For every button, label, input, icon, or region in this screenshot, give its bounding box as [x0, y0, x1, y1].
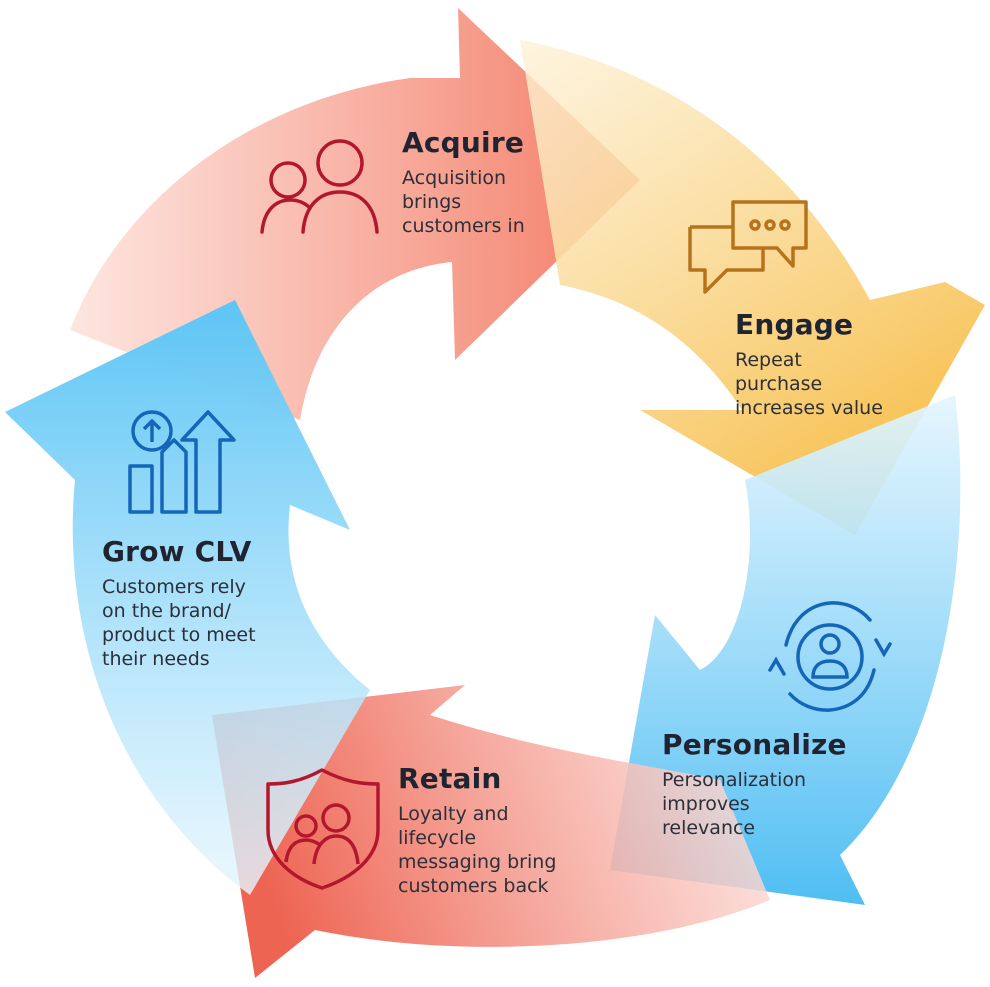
- grow-description: Customers rely on the brand/ product to …: [102, 576, 256, 670]
- grow-arrow: [5, 300, 370, 895]
- grow-label-block: Grow CLV Customers rely on the brand/ pr…: [102, 535, 322, 671]
- chat-bubbles-icon: [688, 200, 808, 294]
- engage-title: Engage: [735, 308, 854, 341]
- acquire-label-block: Acquire Acquisition brings customers in: [402, 126, 592, 238]
- personalize-title: Personalize: [662, 728, 847, 761]
- acquire-title: Acquire: [402, 126, 525, 159]
- acquire-description: Acquisition brings customers in: [402, 167, 525, 237]
- grow-title: Grow CLV: [102, 535, 252, 568]
- user-sync-icon: [768, 601, 892, 712]
- shield-users-icon: [266, 768, 380, 890]
- users-icon: [260, 139, 379, 234]
- engage-description: Repeat purchase increases value: [735, 349, 883, 419]
- retain-arrow: [212, 685, 770, 978]
- growth-arrows-icon: [128, 410, 236, 514]
- engage-label-block: Engage Repeat purchase increases value: [735, 308, 955, 420]
- retain-description: Loyalty and lifecycle messaging bring cu…: [398, 803, 557, 897]
- retain-title: Retain: [398, 762, 502, 795]
- personalize-description: Personalization improves relevance: [662, 769, 807, 839]
- engage-arrow: [520, 40, 985, 535]
- personalize-label-block: Personalize Personalization improves rel…: [662, 728, 892, 840]
- retain-label-block: Retain Loyalty and lifecycle messaging b…: [398, 762, 628, 898]
